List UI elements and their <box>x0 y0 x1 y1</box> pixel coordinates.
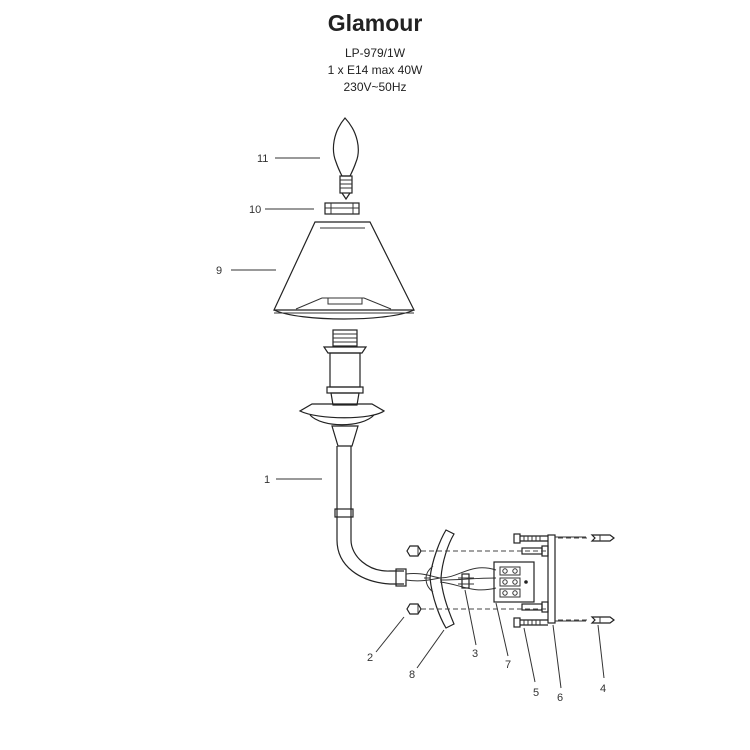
callout-4: 4 <box>600 683 606 695</box>
screw-top <box>513 533 548 544</box>
leader-line-4 <box>597 624 605 679</box>
terminal-block-part <box>493 561 535 603</box>
cap-nut-bottom <box>406 603 422 615</box>
leader-line-3 <box>464 589 477 646</box>
wall-canopy-part <box>424 529 455 629</box>
callout-5: 6 <box>557 692 563 704</box>
threaded-stud-bottom <box>521 601 549 613</box>
callout-2: 8 <box>409 669 415 681</box>
leader-line-6 <box>523 627 536 683</box>
candle-bulb-part <box>332 117 359 201</box>
lamp-arm-part <box>334 446 441 587</box>
wire-3 <box>439 581 497 591</box>
mounting-plate-part <box>547 534 586 624</box>
callout-10: 10 <box>249 204 261 216</box>
candle-holder-part <box>298 329 386 447</box>
wire-1 <box>439 567 497 579</box>
wire-2 <box>439 577 497 581</box>
callout-3: 3 <box>472 648 478 660</box>
leader-line-2 <box>416 629 445 669</box>
screw-bottom <box>513 617 548 628</box>
callout-9: 9 <box>216 265 222 277</box>
model-number: LP-979/1W <box>344 46 406 60</box>
wall-plug-top <box>590 534 615 542</box>
leader-line-8 <box>375 616 405 653</box>
callout-6: 5 <box>533 687 539 699</box>
leader-line-7 <box>495 602 509 657</box>
callout-1: 1 <box>264 474 270 486</box>
callout-11: 11 <box>257 153 268 165</box>
socket-ring-part <box>324 202 360 215</box>
cap-nut-top <box>406 545 422 557</box>
callout-7: 7 <box>505 659 511 671</box>
voltage-spec: 230V~50Hz <box>343 80 407 94</box>
leader-line-5 <box>552 624 562 689</box>
product-title: Glamour <box>327 10 423 36</box>
bulb-spec: 1 x E14 max 40W <box>327 63 423 77</box>
callout-8: 2 <box>367 652 373 664</box>
lamp-shade-part <box>273 221 415 320</box>
wall-plug-bottom <box>590 616 615 624</box>
